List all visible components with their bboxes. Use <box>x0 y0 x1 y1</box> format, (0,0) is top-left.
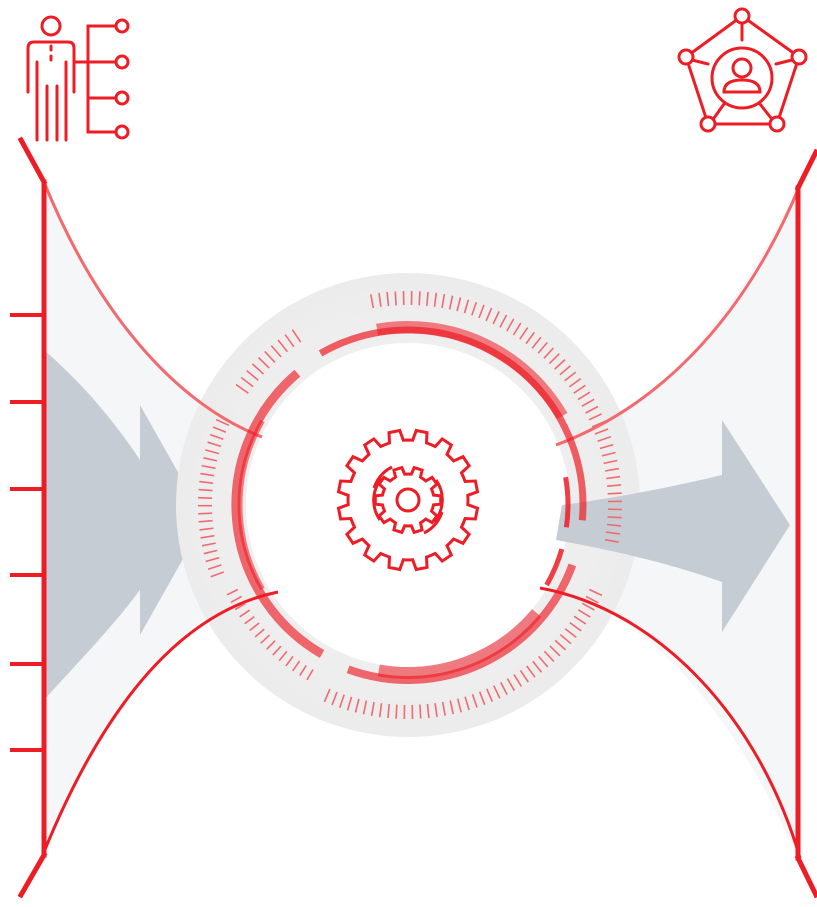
ring-tick <box>198 498 212 499</box>
ring-tick <box>420 705 421 719</box>
ring-tick <box>396 705 397 719</box>
person-network-pentagon-icon <box>679 9 806 131</box>
red-arc <box>566 477 568 527</box>
ring-tick <box>608 517 622 518</box>
person-with-attribute-list-icon <box>28 17 128 140</box>
inner-white-disc <box>246 343 570 667</box>
right-bracket <box>798 152 816 895</box>
left-axis-ticks <box>10 315 44 750</box>
ring-tick <box>198 513 212 514</box>
ring-tick <box>608 493 622 494</box>
ring-tick <box>199 521 213 522</box>
ring-tick <box>419 291 420 305</box>
left-bracket <box>21 140 44 895</box>
ring-tick <box>199 490 213 491</box>
ring-tick <box>395 291 396 305</box>
